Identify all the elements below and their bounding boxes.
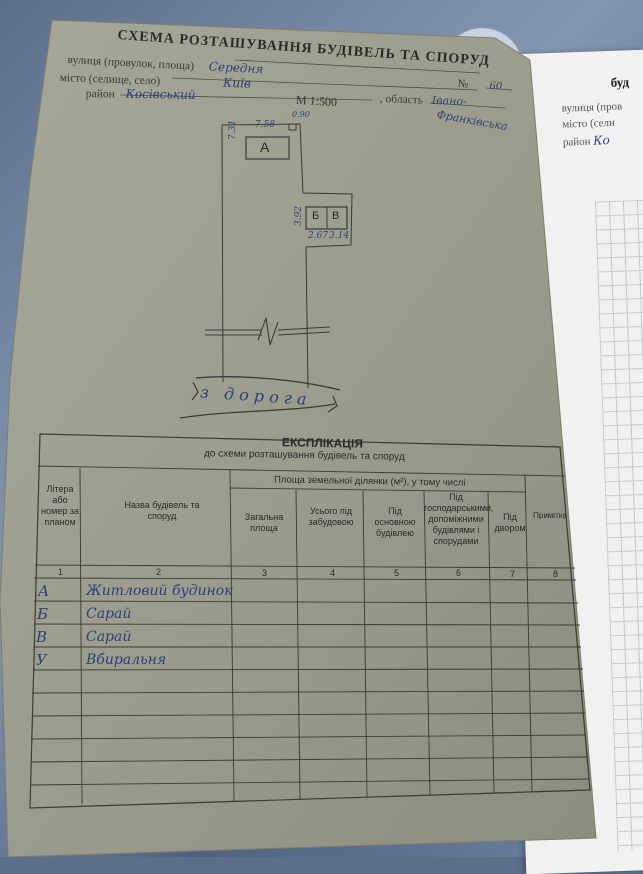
header-main-building: Під основною будівлею <box>374 506 416 538</box>
region-value-1: Івано- <box>431 93 468 109</box>
col-number-4: 4 <box>330 568 336 578</box>
col-number-7: 7 <box>510 569 516 579</box>
house-number-field: № 60 <box>457 78 502 92</box>
district-field: район Косівський <box>86 86 196 102</box>
header-total-area: Загальна площа <box>244 512 284 533</box>
col-number-6: 6 <box>456 568 462 578</box>
header-name: Назва будівель та споруд <box>124 500 200 521</box>
row-1-name: Житловий будинок <box>86 583 233 599</box>
row-4-name: Вбиральня <box>86 652 167 668</box>
col-number-1: 1 <box>58 567 64 577</box>
dimension-top-small: 0.90 <box>292 110 310 119</box>
dimension-b-width: 2.67 <box>308 231 329 241</box>
district-value: Косівський <box>125 86 196 102</box>
header-yard: Під двором <box>494 512 526 533</box>
street-value: Середня <box>208 59 264 77</box>
row-3-name: Сарай <box>86 629 132 645</box>
header-note: Примітка <box>533 511 567 520</box>
city-value: Київ <box>222 75 252 91</box>
row-1-letter: А <box>38 582 50 600</box>
building-a-label: А <box>260 139 270 155</box>
col-number-5: 5 <box>394 568 400 578</box>
region-label: , область <box>379 92 424 107</box>
row-3-letter: В <box>36 628 48 646</box>
dimension-top: 7.58 <box>255 120 276 130</box>
explication-title: ЕКСПЛІКАЦІЯ <box>281 435 364 451</box>
building-v-label: В <box>332 210 340 222</box>
building-b-label: Б <box>312 210 320 222</box>
header-letter: Літера або номер за планом <box>41 484 79 527</box>
row-4-letter: У <box>36 651 47 669</box>
col-number-8: 8 <box>553 569 559 579</box>
house-number-label: № <box>457 78 469 91</box>
row-2-letter: Б <box>37 605 49 623</box>
district-label: район <box>85 87 115 101</box>
header-aux-buildings: Під господарськими, допоміжними будівлям… <box>424 492 494 546</box>
row-2-name: Сарай <box>86 606 132 622</box>
col-number-2: 2 <box>156 567 162 577</box>
header-under-buildings: Усього під забудовою <box>308 506 354 527</box>
dimension-b-height: 3.92 <box>294 205 304 226</box>
dimension-side: 7.31 <box>228 119 238 140</box>
scale-label: М 1:500 <box>295 92 338 110</box>
col-number-3: 3 <box>262 568 268 578</box>
house-number-value: 60 <box>489 80 503 93</box>
dimension-v-width: 3.14 <box>329 231 350 241</box>
